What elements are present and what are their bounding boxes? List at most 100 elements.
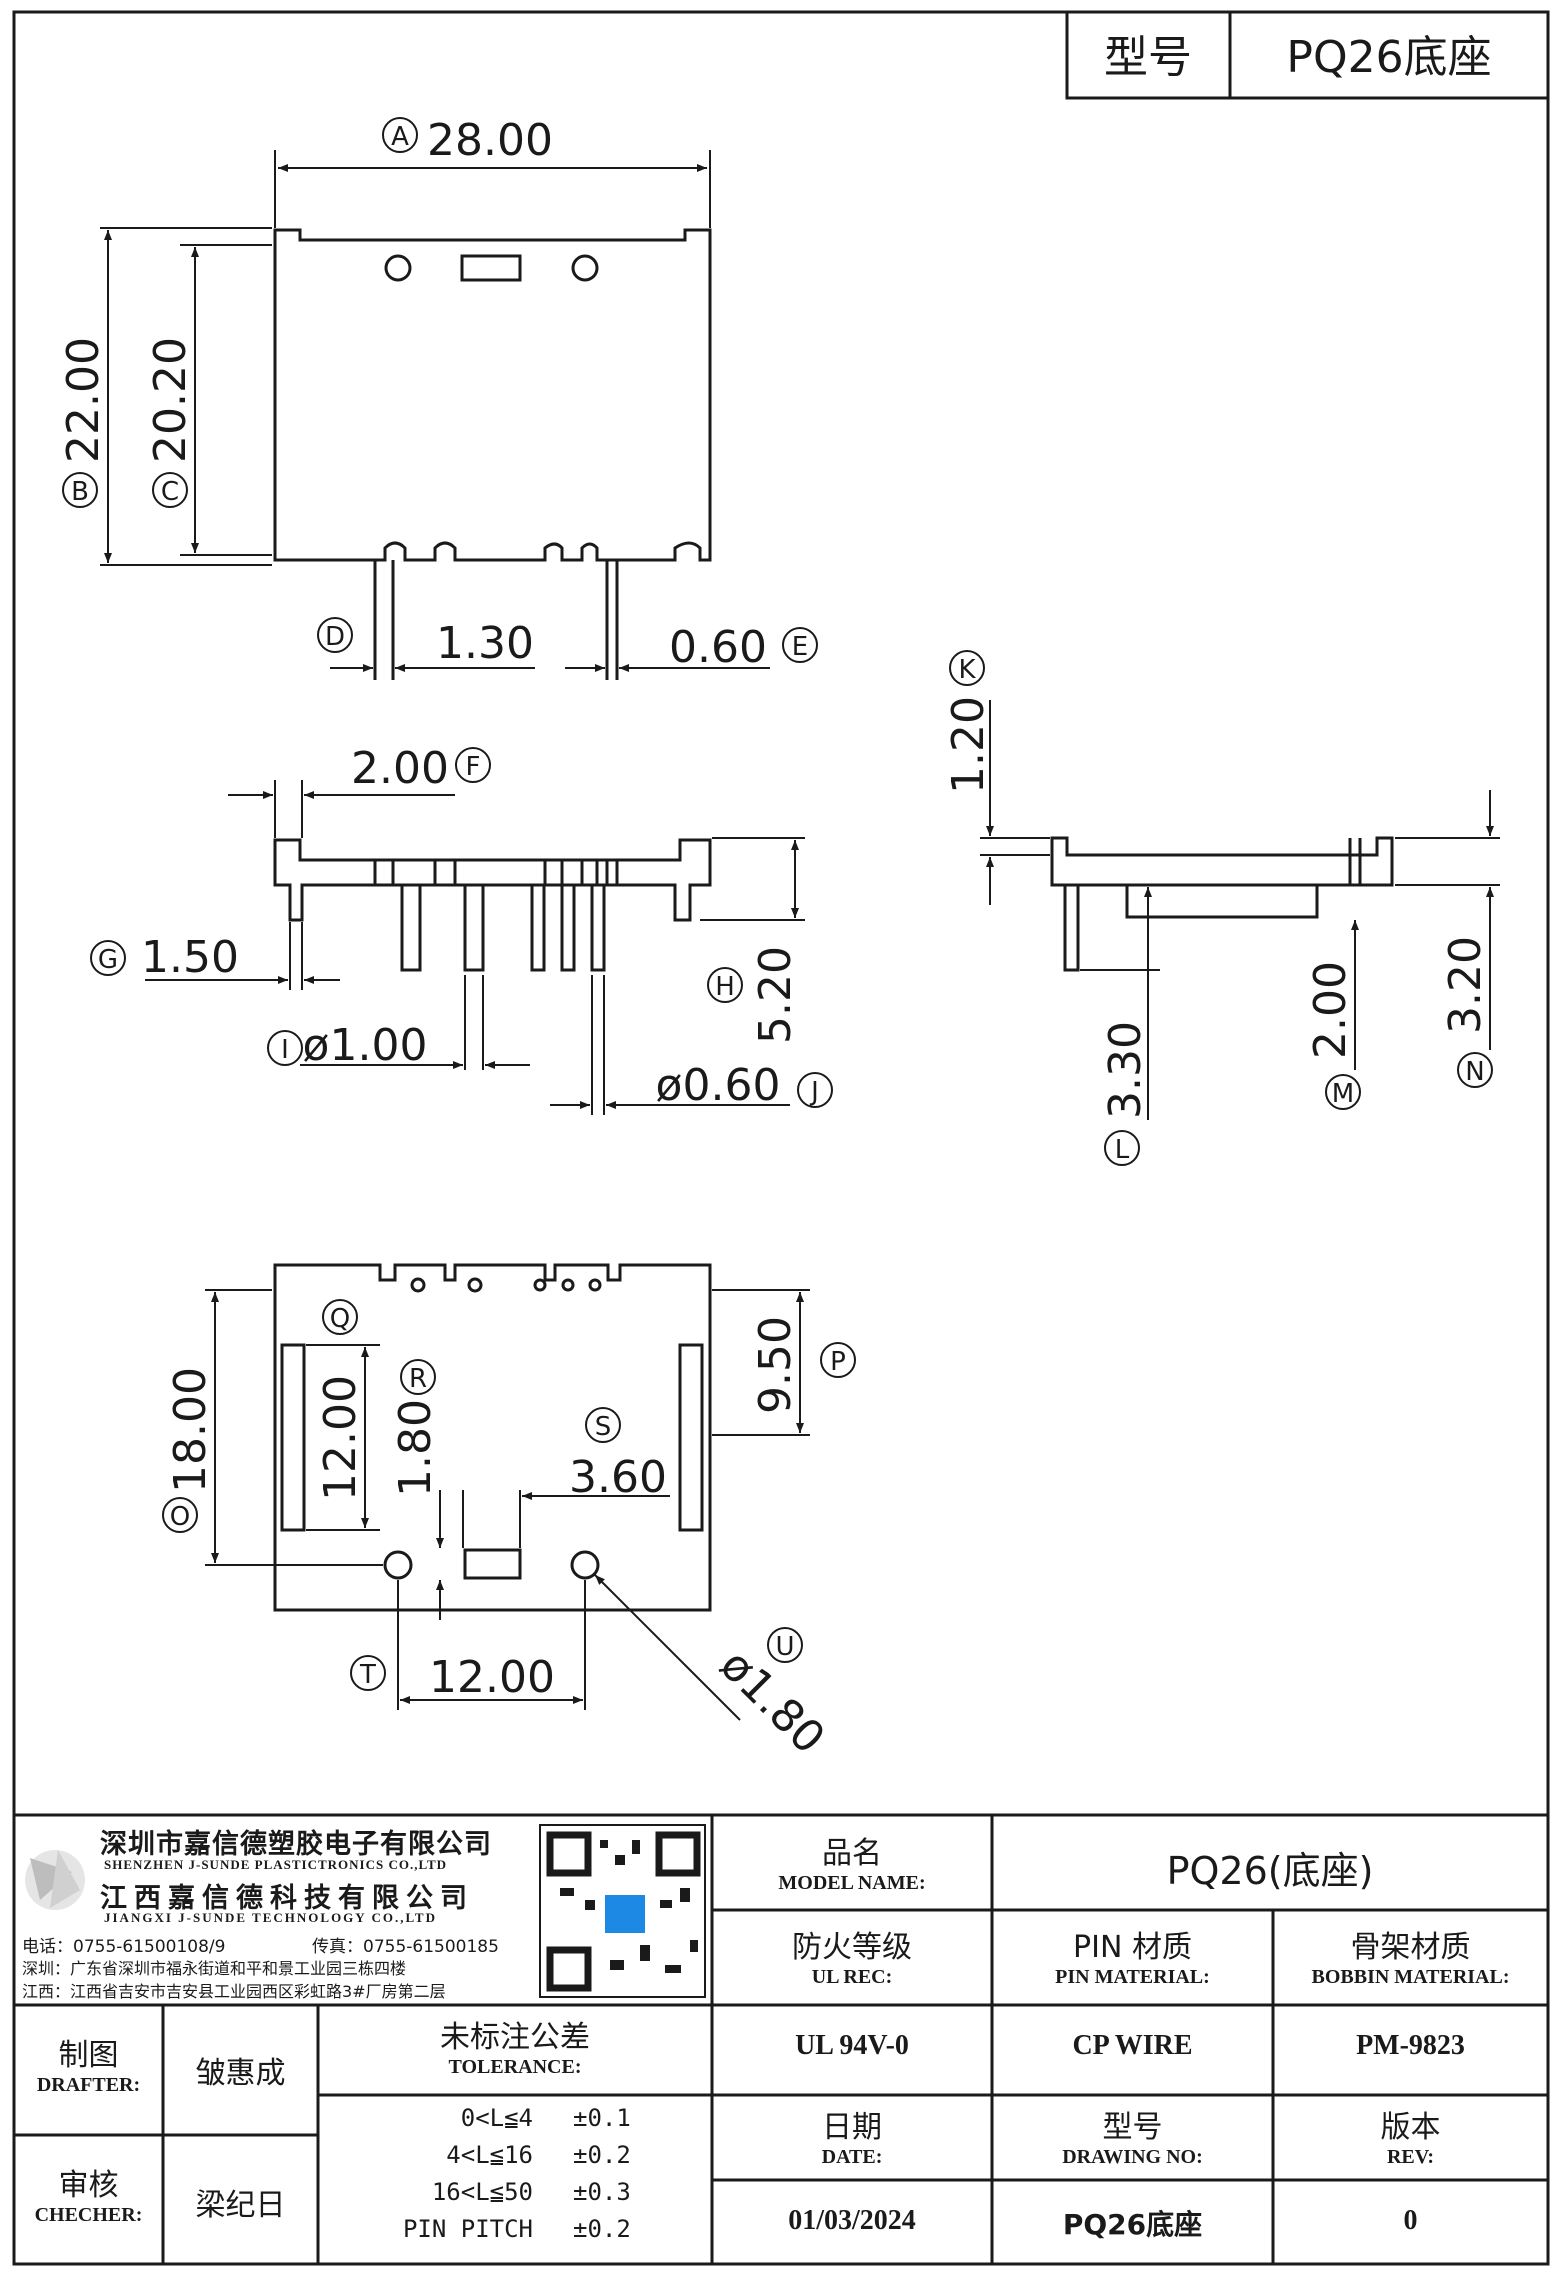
checker-value: 梁纪日 [195,2188,286,2223]
header-label: 型号 [1104,32,1192,83]
tolerance-value: ±0.2 [573,2215,631,2243]
front-view-labels: F 2.00 G 1.50 H 5.20 I ø1.00 J ø0.60 [90,743,833,1111]
dim-code-a: A [391,122,409,152]
company-logo [25,1850,85,1910]
dim-code-f: F [466,752,481,782]
bobbin-material-label-en: BOBBIN MATERIAL: [1311,1966,1510,1988]
checker-label: 审核 CHECHER: [14,2160,163,2227]
revision-label: 版本 REV: [1273,2102,1548,2169]
tolerance-label-en: TOLERANCE: [448,2056,582,2078]
company-fax: 传真：0755-61500185 [312,1937,499,1957]
tolerance-row: 0<L≦4 ±0.1 [318,2100,712,2137]
dim-value-n: 3.20 [1440,936,1491,1034]
bobbin-material-value: PM-9823 [1356,2030,1465,2061]
tolerance-label: 未标注公差 TOLERANCE: [318,2012,712,2079]
checker-label-cn: 审核 [58,2168,119,2203]
model-name-value: PQ26(底座) [1166,1849,1374,1893]
dim-code-n: N [1465,1057,1484,1087]
pin-material-label-en: PIN MATERIAL: [1055,1966,1210,1988]
top-view-labels: A 28.00 B 22.00 C 20.20 D 1.30 E 0.60 [58,115,818,673]
dim-value-q: 12.00 [315,1375,366,1501]
ul-label: 防火等级 UL REC: [712,1922,992,1989]
ul-label-en: UL REC: [811,1966,893,1988]
tolerance-row: PIN PITCH ±0.2 [318,2211,712,2248]
tolerance-value: ±0.1 [573,2104,631,2132]
tolerance-label-cn: 未标注公差 [440,2020,590,2055]
dim-value-g: 1.50 [141,932,239,983]
dim-value-t: 12.00 [429,1652,555,1703]
dim-value-p: 9.50 [750,1316,801,1414]
dim-code-r: R [409,1364,427,1394]
revision-label-en: REV: [1386,2146,1435,2168]
tolerance-range: 0<L≦4 [460,2104,533,2132]
top-view [100,150,770,680]
title-block [14,1813,1548,2264]
dim-code-c: C [161,477,179,507]
dim-code-l: L [1115,1135,1130,1165]
dim-value-h: 5.20 [750,946,801,1044]
bobbin-material-label: 骨架材质 BOBBIN MATERIAL: [1273,1922,1548,1989]
bobbin-material-label-cn: 骨架材质 [1350,1930,1471,1965]
dim-value-m: 2.00 [1305,961,1356,1059]
pin-material-value: CP WIRE [1072,2030,1193,2061]
model-name-label-en: MODEL NAME: [778,1872,926,1894]
dim-value-d: 1.30 [436,618,534,669]
company-address-sz: 深圳：广东省深圳市福永街道和平和景工业园三栋四楼 [22,1959,407,1978]
dim-code-s: S [595,1412,612,1442]
dim-value-o: 18.00 [165,1367,216,1493]
dim-value-j: ø0.60 [656,1060,781,1111]
company-address-jx: 江西：江西省吉安市吉安县工业园西区彩虹路3#厂房第二层 [22,1982,446,2001]
dim-code-d: D [325,622,345,652]
side-view [980,700,1500,1120]
company-name-cn-2: 江西嘉信德科技有限公司 [100,1883,474,1914]
dim-code-p: P [830,1347,846,1377]
ul-value: UL 94V-0 [795,2030,909,2061]
drafter-label-en: DRAFTER: [36,2074,141,2096]
company-name-en-2: JIANGXI J-SUNDE TECHNOLOGY CO.,LTD [104,1910,437,1925]
qr-code [539,1824,706,1998]
tolerance-range: PIN PITCH [402,2215,533,2243]
drawing-border [12,10,1550,2266]
front-view [145,780,805,1115]
date-label-cn: 日期 [822,2110,882,2145]
date-label-en: DATE: [821,2146,883,2168]
dim-code-b: B [71,477,89,507]
checker-label-en: CHECHER: [34,2204,143,2226]
dim-code-e: E [792,632,808,662]
dim-value-k: 1.20 [943,696,994,794]
dim-value-s: 3.60 [569,1452,667,1503]
model-name-label: 品名 MODEL NAME: [712,1828,992,1895]
dim-value-b: 22.00 [58,337,109,463]
drawing-no-label-en: DRAWING NO: [1062,2146,1203,2168]
dim-code-o: O [170,1502,190,1532]
dim-code-k: K [958,655,976,685]
dim-value-e: 0.60 [669,622,767,673]
dim-code-i: I [281,1035,289,1065]
revision-value: 0 [1403,2205,1418,2236]
drafter-label: 制图 DRAFTER: [14,2030,163,2097]
tolerance-row: 4<L≦16±0.2 [318,2137,712,2174]
company-name-en-1: SHENZHEN J-SUNDE PLASTICTRONICS CO.,LTD [104,1857,448,1872]
dim-code-g: G [98,945,118,975]
pin-material-label-cn: PIN 材质 [1073,1930,1192,1965]
header-value: PQ26底座 [1286,32,1491,83]
drafter-label-cn: 制图 [58,2038,119,2073]
tolerance-value: ±0.3 [573,2178,631,2206]
pin-material-label: PIN 材质 PIN MATERIAL: [992,1922,1273,1989]
tolerance-range: 4<L≦16 [446,2141,533,2169]
model-name-label-cn: 品名 [822,1836,882,1871]
header-box: 型号 PQ26底座 [1065,10,1550,100]
tolerance-table: 0<L≦4±0.1 4<L≦16±0.2 16<L≦50±0.3 PIN PIT… [318,2100,712,2248]
dim-value-c: 20.20 [145,337,196,463]
date-value: 01/03/2024 [788,2205,916,2236]
drafter-value: 皱惠成 [195,2056,286,2091]
dim-value-i: ø1.00 [303,1020,428,1071]
dim-value-r: 1.80 [390,1399,441,1497]
revision-label-cn: 版本 [1380,2110,1441,2145]
dim-code-t: T [359,1660,376,1690]
bottom-view [205,1263,810,1721]
tolerance-range: 16<L≦50 [431,2178,533,2206]
dim-code-j: J [809,1077,819,1107]
company-name-cn-1: 深圳市嘉信德塑胶电子有限公司 [100,1829,492,1860]
